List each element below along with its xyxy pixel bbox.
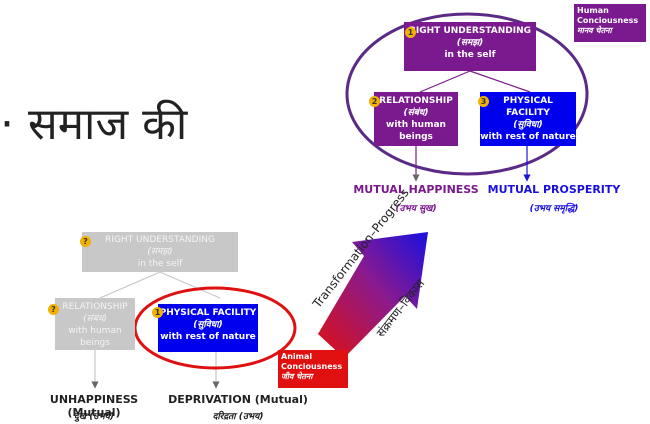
mutual-prosperity-subtitle: (उभय समृद्धि) xyxy=(529,204,579,214)
title-fragment: · समाज की xyxy=(0,99,188,150)
mutual-happiness-subtitle: (उभय सुख) xyxy=(395,204,437,214)
badge-icon: ? xyxy=(48,304,59,315)
deprivation-label: DEPRIVATION (Mutual) xyxy=(168,393,308,406)
badge-icon: 2 xyxy=(369,96,380,107)
human-relationship-box: RELATIONSHIP (संबंध) with human beings xyxy=(374,92,458,146)
animal-ellipse xyxy=(133,286,297,370)
mutual-prosperity-label: MUTUAL PROSPERITY xyxy=(487,183,621,196)
animal-physical-box: PHYSICAL FACILITY (सुविधा) with rest of … xyxy=(158,304,258,352)
deprivation-subtitle: दरिद्रता (उभय) xyxy=(212,412,264,422)
unhappiness-label: UNHAPPINESS (Mutual) xyxy=(49,393,139,419)
animal-relationship-box: RELATIONSHIP (संबंध) with human beings xyxy=(55,298,135,350)
mutual-happiness-label: MUTUAL HAPPINESS xyxy=(353,183,479,196)
human-right-understanding-box: RIGHT UNDERSTANDING (समझ) in the self xyxy=(404,22,536,71)
human-consciousness-label: Human Conciousness मानव चेतना xyxy=(574,4,646,42)
badge-icon: 1 xyxy=(405,27,416,38)
human-physical-box: PHYSICAL FACILITY (सुविधा) with rest of … xyxy=(480,92,576,146)
badge-icon: ? xyxy=(80,236,91,247)
human-ellipse xyxy=(345,12,589,176)
animal-consciousness-label: Animal Conciousness जीव चेतना xyxy=(278,350,348,388)
badge-icon: 1 xyxy=(152,307,163,318)
unhappiness-subtitle: दुख (उभय) xyxy=(74,412,114,422)
animal-right-understanding-box: RIGHT UNDERSTANDING (समझ) in the self xyxy=(82,232,238,272)
transformation-arrow xyxy=(318,232,428,358)
badge-icon: 3 xyxy=(478,96,489,107)
